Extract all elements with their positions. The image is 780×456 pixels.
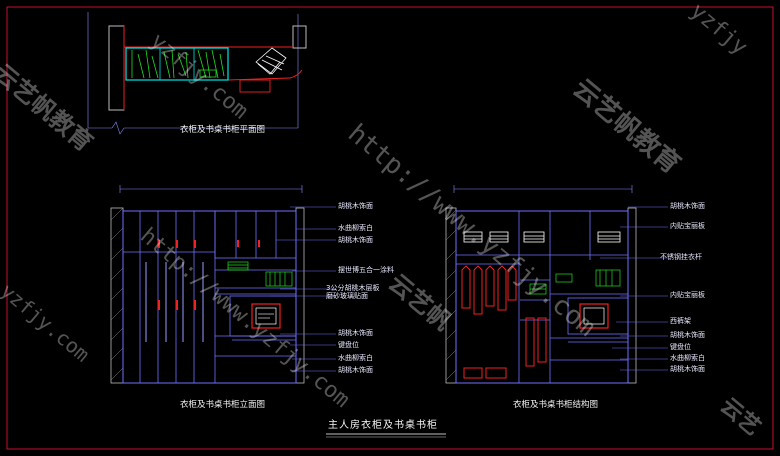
left-label-2: 胡桃木饰面 bbox=[338, 236, 373, 244]
left-label-3: 摆世博五合一涂料 bbox=[338, 266, 394, 274]
elevation-view bbox=[110, 185, 336, 384]
right-label-6: 键盘位 bbox=[670, 343, 691, 351]
structure-view bbox=[445, 185, 668, 384]
left-label-4: 3公分胡桃木层板 bbox=[326, 284, 380, 292]
right-label-1: 内贴宝丽板 bbox=[670, 222, 705, 230]
left-label-0: 胡桃木饰面 bbox=[338, 202, 373, 210]
right-label-3: 内贴宝丽板 bbox=[670, 291, 705, 299]
structure-caption: 衣柜及书桌书柜结构图 bbox=[513, 400, 599, 410]
left-label-5: 磨砂玻璃贴面 bbox=[326, 292, 368, 300]
right-label-0: 胡桃木饰面 bbox=[670, 202, 705, 210]
left-label-8: 水曲柳索白 bbox=[338, 354, 373, 362]
plan-view bbox=[87, 12, 307, 135]
elevation-monitor bbox=[251, 303, 281, 329]
main-title: 主人房衣柜及书桌书柜 bbox=[328, 420, 438, 431]
right-label-7: 水曲柳索白 bbox=[670, 354, 705, 362]
structure-monitor bbox=[579, 303, 609, 329]
elevation-caption: 衣柜及书桌书柜立面图 bbox=[180, 400, 266, 410]
left-label-6: 胡桃木饰面 bbox=[338, 329, 373, 337]
right-label-5: 胡桃木饰面 bbox=[670, 331, 705, 339]
plan-chair-symbol bbox=[255, 47, 287, 75]
left-label-1: 水曲柳索白 bbox=[338, 224, 373, 232]
left-label-9: 胡桃木饰面 bbox=[338, 366, 373, 374]
drawing-frame bbox=[6, 6, 774, 450]
left-label-7: 键盘位 bbox=[338, 341, 359, 349]
right-label-8: 胡桃木饰面 bbox=[670, 365, 705, 373]
plan-caption: 衣柜及书桌书柜平面图 bbox=[180, 125, 266, 135]
right-label-2: 不锈钢挂衣杆 bbox=[660, 253, 702, 261]
right-label-4: 西裤架 bbox=[670, 317, 691, 325]
